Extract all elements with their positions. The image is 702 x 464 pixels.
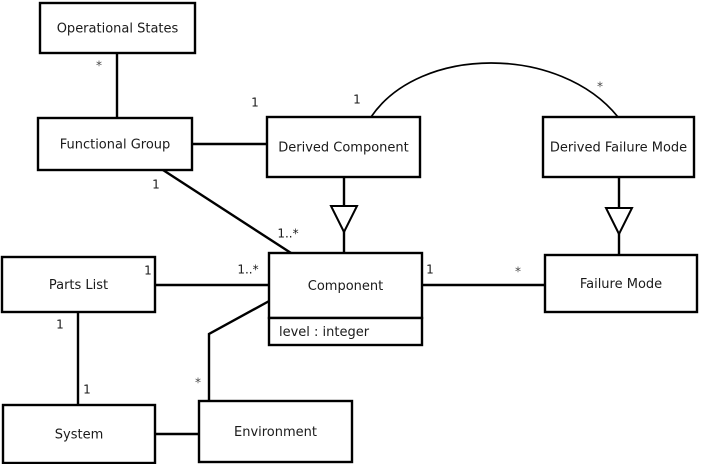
class-title-functional-group: Functional Group (60, 138, 171, 153)
class-title-system: System (55, 428, 103, 443)
class-title-component: Component (308, 279, 383, 294)
class-title-derived-component: Derived Component (278, 141, 409, 156)
association-functionalgroup-component (162, 168, 292, 255)
class-box-parts-list[interactable]: Parts List (0, 255, 157, 314)
class-title-environment: Environment (234, 425, 317, 440)
class-title-failure-mode: Failure Mode (580, 277, 662, 292)
generalization-layer (329, 177, 634, 255)
association-layer (76, 53, 619, 436)
class-name-compartment-operational-states (38, 1, 197, 55)
class-name-compartment-parts-list (0, 255, 157, 314)
association-environment-component (207, 298, 272, 401)
multiplicity-component-failuremode-1: * (515, 265, 521, 279)
class-name-compartment-component (267, 251, 424, 320)
multiplicity-partslist-system-0: 1 (56, 318, 64, 332)
multiplicity-derivedcomponent-derivedfailuremode-1: * (597, 80, 603, 94)
class-box-system[interactable]: System (1, 403, 157, 464)
class-box-component[interactable]: Component level : integer (267, 251, 424, 347)
class-box-failure-mode[interactable]: Failure Mode (543, 253, 699, 314)
class-title-derived-failure-mode: Derived Failure Mode (550, 141, 687, 156)
class-box-derived-component[interactable]: Derived Component (265, 115, 422, 179)
multiplicity-component-failuremode-0: 1 (426, 263, 434, 277)
class-title-parts-list: Parts List (49, 278, 108, 293)
multiplicity-partslist-component-0: 1 (144, 264, 152, 278)
generalization-triangle-gen-derivedfailuremode-failuremode (604, 207, 634, 237)
class-name-compartment-derived-failure-mode (541, 115, 696, 179)
generalization-triangle-gen-derivedcomponent-component (329, 205, 359, 235)
multiplicity-opstates-functionalgroup-0: * (96, 59, 102, 73)
class-name-compartment-functional-group (36, 116, 194, 172)
class-box-functional-group[interactable]: Functional Group (36, 116, 194, 172)
class-name-compartment-system (1, 403, 157, 464)
multiplicity-environment-component-0: * (195, 376, 201, 390)
class-box-operational-states[interactable]: Operational States (38, 1, 197, 55)
multiplicity-derivedcomponent-derivedfailuremode-0: 1 (353, 93, 361, 107)
class-attribute-component-0: level : integer (279, 325, 370, 340)
class-name-compartment-derived-component (265, 115, 422, 179)
multiplicity-functionalgroup-component-1: 1..* (277, 227, 298, 241)
association-derivedcomponent-derivedfailuremode (370, 62, 619, 118)
class-box-environment[interactable]: Environment (197, 399, 354, 464)
class-title-operational-states: Operational States (57, 22, 179, 37)
multiplicity-partslist-component-1: 1..* (237, 263, 258, 277)
class-name-compartment-failure-mode (543, 253, 699, 314)
class-box-derived-failure-mode[interactable]: Derived Failure Mode (541, 115, 696, 179)
multiplicity-functionalgroup-derivedcomponent-0: 1 (251, 96, 259, 110)
class-name-compartment-environment (197, 399, 354, 464)
multiplicity-partslist-system-1: 1 (83, 383, 91, 397)
multiplicity-layer: * 1 1 1..* 1 * 1 1..* 1 1 1 * * (56, 59, 603, 397)
multiplicity-functionalgroup-component-0: 1 (152, 178, 160, 192)
class-attribute-compartment-component (267, 316, 424, 347)
